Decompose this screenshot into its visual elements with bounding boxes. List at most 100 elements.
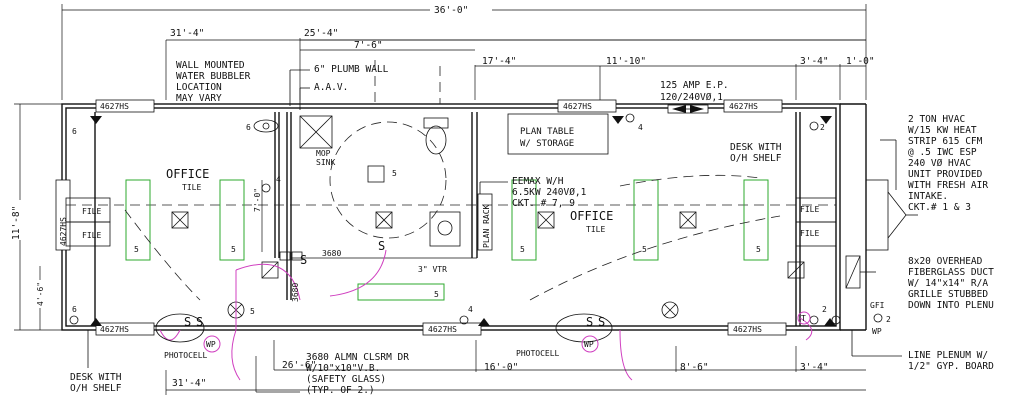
svg-text:2: 2 (820, 123, 825, 132)
hvac-unit (865, 139, 918, 251)
svg-text:DESK WITH: DESK WITH (730, 142, 782, 153)
file-cabinets: FILE FILE FILE FILE (65, 197, 837, 247)
svg-text:4: 4 (638, 123, 643, 132)
svg-text:4627HS: 4627HS (733, 325, 762, 334)
svg-text:(TYP. OF 2.): (TYP. OF 2.) (306, 385, 375, 396)
svg-text:5: 5 (756, 245, 761, 254)
plan-rack: PLAN RACK (477, 193, 493, 251)
svg-text:2 TON HVAC: 2 TON HVAC (908, 114, 965, 125)
gfi-outlet: GFI 2 WP (870, 301, 891, 336)
outlets: 6 6 4 4 2 2 (69, 113, 841, 326)
note-hvac: 2 TON HVAC W/15 KW HEAT STRIP 615 CFM @ … (908, 114, 988, 213)
svg-text:240 VØ HVAC: 240 VØ HVAC (908, 158, 971, 169)
svg-text:120/240VØ,1: 120/240VØ,1 (660, 92, 723, 103)
note-duct: 8x20 OVERHEAD FIBERGLASS DUCT W/ 14"x14"… (908, 256, 994, 311)
wp-markers: WP WP T (203, 311, 811, 353)
door-swings (124, 174, 781, 343)
svg-text:2: 2 (886, 315, 891, 324)
svg-text:4627HS: 4627HS (59, 217, 68, 246)
svg-text:1/2" GYP. BOARD: 1/2" GYP. BOARD (908, 361, 994, 372)
dim-31-4-bottom: 31'-4" (172, 378, 206, 389)
note-aav: A.A.V. (299, 82, 348, 110)
dim-31-4-top: 31'-4" (170, 28, 204, 39)
svg-text:S: S (598, 315, 605, 329)
svg-text:4627HS: 4627HS (100, 102, 129, 111)
switches: S S S S S S (184, 239, 605, 329)
svg-text:6" PLUMB WALL: 6" PLUMB WALL (314, 64, 389, 75)
svg-text:5: 5 (231, 245, 236, 254)
svg-text:MAY VARY: MAY VARY (176, 93, 222, 104)
svg-text:MOP: MOP (316, 149, 331, 158)
svg-text:4: 4 (468, 305, 473, 314)
svg-text:S: S (586, 315, 593, 329)
dim-overall-length: 36'-0" (61, 4, 867, 100)
dim-3-4-bottom: 3'-4" (800, 362, 829, 373)
svg-text:WP: WP (872, 327, 882, 336)
svg-text:W/10"x10"V.B.: W/10"x10"V.B. (306, 363, 380, 374)
svg-text:(SAFETY GLASS): (SAFETY GLASS) (306, 374, 386, 385)
svg-text:DOWN INTO PLENU: DOWN INTO PLENU (908, 300, 994, 311)
svg-text:A.A.V.: A.A.V. (314, 82, 348, 93)
svg-text:CKT.# 1 & 3: CKT.# 1 & 3 (908, 202, 971, 213)
photocell-left: PHOTOCELL (164, 351, 208, 360)
svg-text:8x20 OVERHEAD: 8x20 OVERHEAD (908, 256, 983, 267)
overall-width-label: 11'-8" (11, 206, 22, 240)
svg-text:WITH FRESH AIR: WITH FRESH AIR (908, 180, 988, 191)
dim-25-4: 25'-4" (304, 28, 338, 39)
svg-text:4627HS: 4627HS (428, 325, 457, 334)
svg-text:STRIP 615 CFM: STRIP 615 CFM (908, 136, 983, 147)
svg-text:@ .5 IWC ESP: @ .5 IWC ESP (908, 147, 977, 158)
svg-text:PLAN TABLE: PLAN TABLE (520, 127, 574, 137)
overhead-duct (845, 255, 876, 289)
svg-text:WP: WP (206, 340, 216, 349)
dim-7-6: 7'-6" (354, 40, 383, 51)
svg-text:O/H SHELF: O/H SHELF (730, 153, 782, 164)
svg-text:4627HS: 4627HS (100, 325, 129, 334)
svg-text:4627HS: 4627HS (563, 102, 592, 111)
svg-text:7'-0": 7'-0" (253, 188, 262, 212)
svg-text:FILE: FILE (82, 207, 101, 216)
light-fixtures: 5 5 5 5 5 5 (125, 179, 769, 301)
svg-text:FIBERGLASS DUCT: FIBERGLASS DUCT (908, 267, 994, 278)
dim-4-6: 4'-6" (36, 282, 45, 306)
room-office-left: OFFICE (166, 167, 209, 181)
note-desk-shelf-right: DESK WITH O/H SHELF (730, 142, 782, 164)
door-labels: 3680 3680 (291, 249, 341, 302)
svg-text:5: 5 (134, 245, 139, 254)
room-tile-left: TILE (182, 183, 201, 192)
svg-text:GFI: GFI (870, 301, 885, 310)
svg-text:DESK WITH: DESK WITH (70, 372, 122, 383)
svg-text:W/ 14"x14" R/A: W/ 14"x14" R/A (908, 278, 988, 289)
svg-text:5: 5 (434, 290, 439, 299)
note-eemax: EEMAX W/H 6.5KW 240VØ,1 CKT. # 7, 9 (479, 176, 587, 209)
svg-text:LOCATION: LOCATION (176, 82, 222, 93)
svg-text:WP: WP (584, 340, 594, 349)
svg-text:6: 6 (246, 123, 251, 132)
svg-text:3680: 3680 (291, 283, 300, 302)
note-vtr: 3" VTR (418, 265, 447, 274)
note-plumb-wall: 6" PLUMB WALL (289, 64, 389, 106)
dashed-lines (66, 60, 836, 206)
plan-table: PLAN TABLE W/ STORAGE (507, 113, 609, 155)
note-desk-shelf-left: DESK WITH O/H SHELF (70, 330, 122, 394)
electric-panel: 125 AMP E.P. 120/240VØ,1 (660, 80, 729, 114)
note-plenum: LINE PLENUM W/ 1/2" GYP. BOARD (851, 330, 994, 372)
svg-text:WATER BUBBLER: WATER BUBBLER (176, 71, 251, 82)
svg-text:3680 ALMN CLSRM DR: 3680 ALMN CLSRM DR (306, 352, 409, 363)
door-frames (279, 251, 303, 261)
top-dimensions: 31'-4" 25'-4" 7'-6" 17'-4" 11'-10" 3'-4"… (165, 28, 875, 100)
room-labels: OFFICE TILE OFFICE TILE (166, 167, 613, 234)
interior-walls (94, 112, 801, 326)
side-window-left: 4627HS (55, 179, 71, 251)
svg-text:FILE: FILE (800, 229, 819, 238)
svg-text:S: S (196, 315, 203, 329)
svg-text:5: 5 (642, 245, 647, 254)
svg-text:S: S (378, 239, 385, 253)
svg-text:T: T (801, 314, 806, 323)
svg-text:6: 6 (72, 127, 77, 136)
svg-text:GRILLE STUBBED: GRILLE STUBBED (908, 289, 988, 300)
svg-text:4627HS: 4627HS (729, 102, 758, 111)
diffusers (171, 211, 805, 279)
windows-top: 4627HS 4627HS 4627HS (95, 99, 783, 113)
